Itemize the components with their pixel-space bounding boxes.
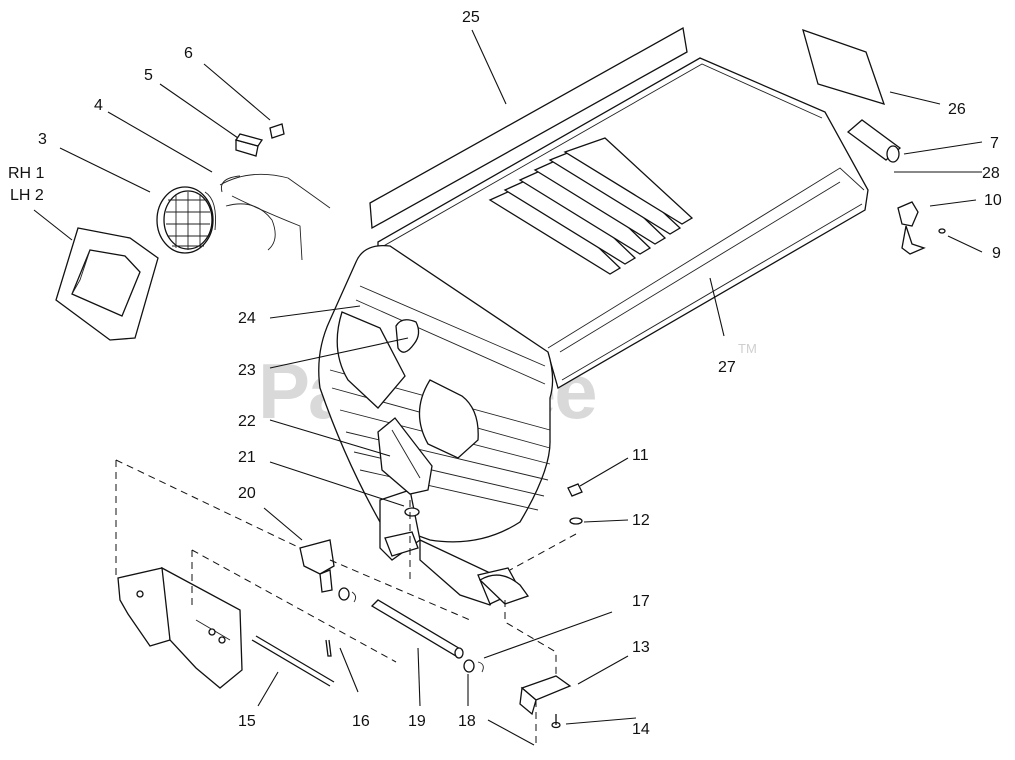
part-small-decal[interactable] [802,28,886,105]
part-pivot-rod-19[interactable] [370,599,464,659]
callout-27: 27 [718,359,736,376]
assembly-lines [115,459,577,745]
callout-rh-1: RH 1 [8,165,45,182]
callout-15: 15 [238,713,256,730]
part-grille-bracket[interactable] [377,417,433,495]
part-grille[interactable] [318,244,554,543]
part-bracket-5[interactable] [234,133,264,157]
callout-17: 17 [632,593,650,610]
part-cotter-16[interactable] [325,639,332,657]
part-nut-18[interactable] [463,659,475,673]
part-washer-left[interactable] [338,587,357,603]
part-latch-10[interactable] [897,201,926,255]
callout-4: 4 [94,97,103,114]
part-headlight-lamp[interactable] [156,186,216,254]
callout-25: 25 [462,9,480,26]
callout-21: 21 [238,449,256,466]
callout-lh-2: LH 2 [10,187,44,204]
callout-11: 11 [632,447,649,464]
part-bumper-7[interactable] [846,119,902,163]
part-hinge-bracket-20[interactable] [299,539,335,593]
part-wiring-harness[interactable] [219,173,331,261]
part-nut-21[interactable] [404,507,420,517]
callout-5: 5 [144,67,153,84]
callout-3: 3 [38,131,47,148]
callout-23: 23 [238,362,256,379]
callout-9: 9 [992,245,1001,262]
part-screw-14[interactable] [551,714,561,729]
watermark-trademark: TM [738,341,757,356]
part-decal-strip[interactable] [369,26,688,230]
callout-7: 7 [990,135,999,152]
part-rod-15[interactable] [251,635,335,687]
callout-22: 22 [238,413,256,430]
callout-14: 14 [632,721,650,738]
callout-19: 19 [408,713,426,730]
callout-26: 26 [948,101,966,118]
leader-lines [33,29,983,746]
part-hood[interactable] [377,57,869,389]
callout-10: 10 [984,192,1002,209]
part-washer-12[interactable] [569,517,583,525]
callout-24: 24 [238,310,256,327]
callout-20: 20 [238,485,256,502]
part-frame-bracket[interactable] [117,566,243,689]
callout-13: 13 [632,639,650,656]
callout-12: 12 [632,512,650,529]
callout-6: 6 [184,45,193,62]
part-headlight-housing[interactable] [55,227,159,341]
part-clip-17[interactable] [477,661,484,673]
callout-16: 16 [352,713,370,730]
part-bolt-6[interactable] [269,123,285,139]
callout-labels: RH 1 LH 2 3 4 5 6 25 26 7 28 10 9 27 24 … [8,9,1002,738]
part-nut-11[interactable] [567,483,583,497]
hood-vents [488,137,694,275]
part-hinge-bracket-13[interactable] [519,675,572,716]
callout-28: 28 [982,165,1000,182]
callout-18: 18 [458,713,476,730]
part-pin-9[interactable] [938,228,946,234]
